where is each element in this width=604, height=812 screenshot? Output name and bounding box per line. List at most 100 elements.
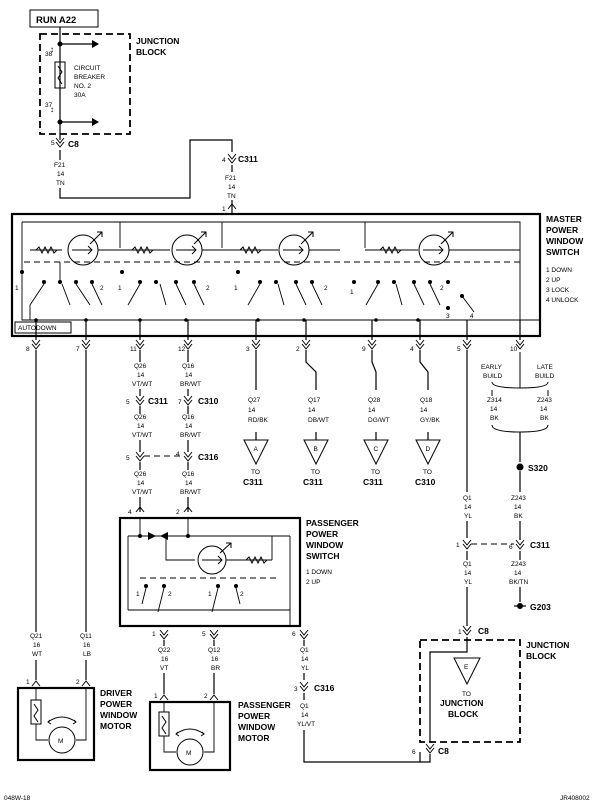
svg-text:16: 16 [33,642,41,649]
wire-z243-a-label: Z243 14 BK [511,495,526,520]
svg-text:WINDOW: WINDOW [238,722,276,732]
svg-text:Z243: Z243 [511,495,526,502]
master-pin-label: 2 [296,346,300,353]
svg-text:Q26: Q26 [134,471,147,478]
svg-text:1: 1 [136,591,140,598]
svg-text:BUILD: BUILD [535,373,554,380]
svg-text:BR/WT: BR/WT [180,432,201,439]
svg-text:F21: F21 [54,162,66,169]
svg-text:2: 2 [240,591,244,598]
indicator-3-icon [222,231,340,266]
svg-text:POWER: POWER [306,529,338,539]
reference-connector: C311 [363,477,383,487]
reference-wire-gauge: 14 [248,407,256,414]
svg-text:1: 1 [208,591,212,598]
wire-q22-label: Q22 16 VT [158,647,171,672]
svg-text:C8: C8 [68,139,79,149]
svg-text:Q11: Q11 [80,633,92,640]
master-pin-connector [515,339,525,350]
master-pin-connector [301,339,311,350]
svg-text:Z243: Z243 [537,397,552,404]
reference-wire-color: DB/WT [308,417,329,424]
svg-text:F21: F21 [225,175,237,182]
svg-text:WINDOW: WINDOW [100,710,138,720]
switch-contacts-passenger [120,270,205,322]
svg-text:4: 4 [470,313,474,320]
svg-text:1 DOWN: 1 DOWN [546,267,572,274]
reference-wire-code: Q17 [308,397,321,404]
svg-text:BLOCK: BLOCK [136,47,167,57]
svg-text:RUN A22: RUN A22 [36,15,76,26]
svg-text:PASSENGER: PASSENGER [238,700,291,710]
svg-text:14: 14 [185,423,193,430]
junction-block-bottom: 1 C8 JUNCTION BLOCK E TO JUNCTION BLOCK … [412,625,569,763]
master-pin-label: 7 [76,346,80,353]
svg-text:YL/VT: YL/VT [297,721,315,728]
svg-text:3: 3 [446,313,450,320]
svg-text:VT/WT: VT/WT [132,489,152,496]
svg-text:2: 2 [206,285,210,292]
svg-text:BK/TN: BK/TN [509,579,528,586]
reference-letter: A [254,446,259,453]
svg-text:Q16: Q16 [182,363,195,370]
reference-connector: C310 [415,477,436,487]
svg-text:14: 14 [137,480,145,487]
svg-text:1: 1 [456,542,460,549]
svg-text:4: 4 [222,157,226,164]
svg-text:4: 4 [176,451,180,458]
reference-wire-code: Q18 [420,397,433,404]
master-pin-connector [251,339,261,350]
svg-text:4: 4 [128,509,132,516]
svg-text:PASSENGER: PASSENGER [306,518,359,528]
switch-contacts-driver [20,262,103,322]
circuit-breaker-icon [54,61,66,89]
svg-text:3 LOCK: 3 LOCK [546,287,570,294]
svg-text:M: M [58,738,63,745]
svg-text:14: 14 [228,184,236,191]
master-pin-label: 11 [130,346,137,353]
master-pin-connector [81,339,91,350]
master-pin-label: 3 [246,346,250,353]
svg-text:VT/WT: VT/WT [132,432,152,439]
svg-text:S320: S320 [528,463,548,473]
svg-text:BK: BK [540,415,549,422]
reference-wire [371,350,377,440]
svg-text:1: 1 [154,693,158,700]
svg-text:WINDOW: WINDOW [546,236,584,246]
svg-text:14: 14 [464,570,472,577]
svg-text:5: 5 [51,140,55,147]
wire-q26-label-2: Q26 14 VT/WT [132,414,152,439]
svg-text:Q26: Q26 [134,363,147,370]
svg-text:Q12: Q12 [208,647,221,654]
reference-triangle-icon [243,439,269,466]
svg-text:Q1: Q1 [463,561,472,568]
svg-text:6: 6 [292,631,296,638]
svg-text:Z243: Z243 [511,561,526,568]
svg-text:5: 5 [202,631,206,638]
indicator-1-icon [30,231,120,266]
reference-wire-gauge: 14 [308,407,316,414]
ref-e-triangle: E [453,657,481,686]
svg-text:BREAKER: BREAKER [74,74,105,81]
wire-q1-b-label: Q1 14 YL [463,561,472,586]
svg-text:POWER: POWER [100,699,132,709]
master-pin-label: 5 [457,346,461,353]
connector-c316-mid: 5 4 C316 [126,451,219,462]
indicator-4-icon [365,231,520,266]
svg-text:14: 14 [137,372,145,379]
svg-text:BLOCK: BLOCK [448,709,479,719]
svg-text:14: 14 [464,504,472,511]
reference-wire-gauge: 14 [368,407,376,414]
reference-to: TO [311,469,320,476]
wire-q16-label-2: Q16 14 BR/WT [180,414,201,439]
svg-text:14: 14 [185,372,193,379]
svg-text:C311: C311 [238,154,258,164]
reference-wire [419,350,429,440]
reference-wire-code: Q27 [248,397,261,404]
svg-text:BK: BK [514,513,523,520]
svg-text:JUNCTION: JUNCTION [136,36,179,46]
reference-wire-code: Q28 [368,397,381,404]
master-pin-connector [183,339,193,350]
footer-right: JR408002 [560,795,590,802]
